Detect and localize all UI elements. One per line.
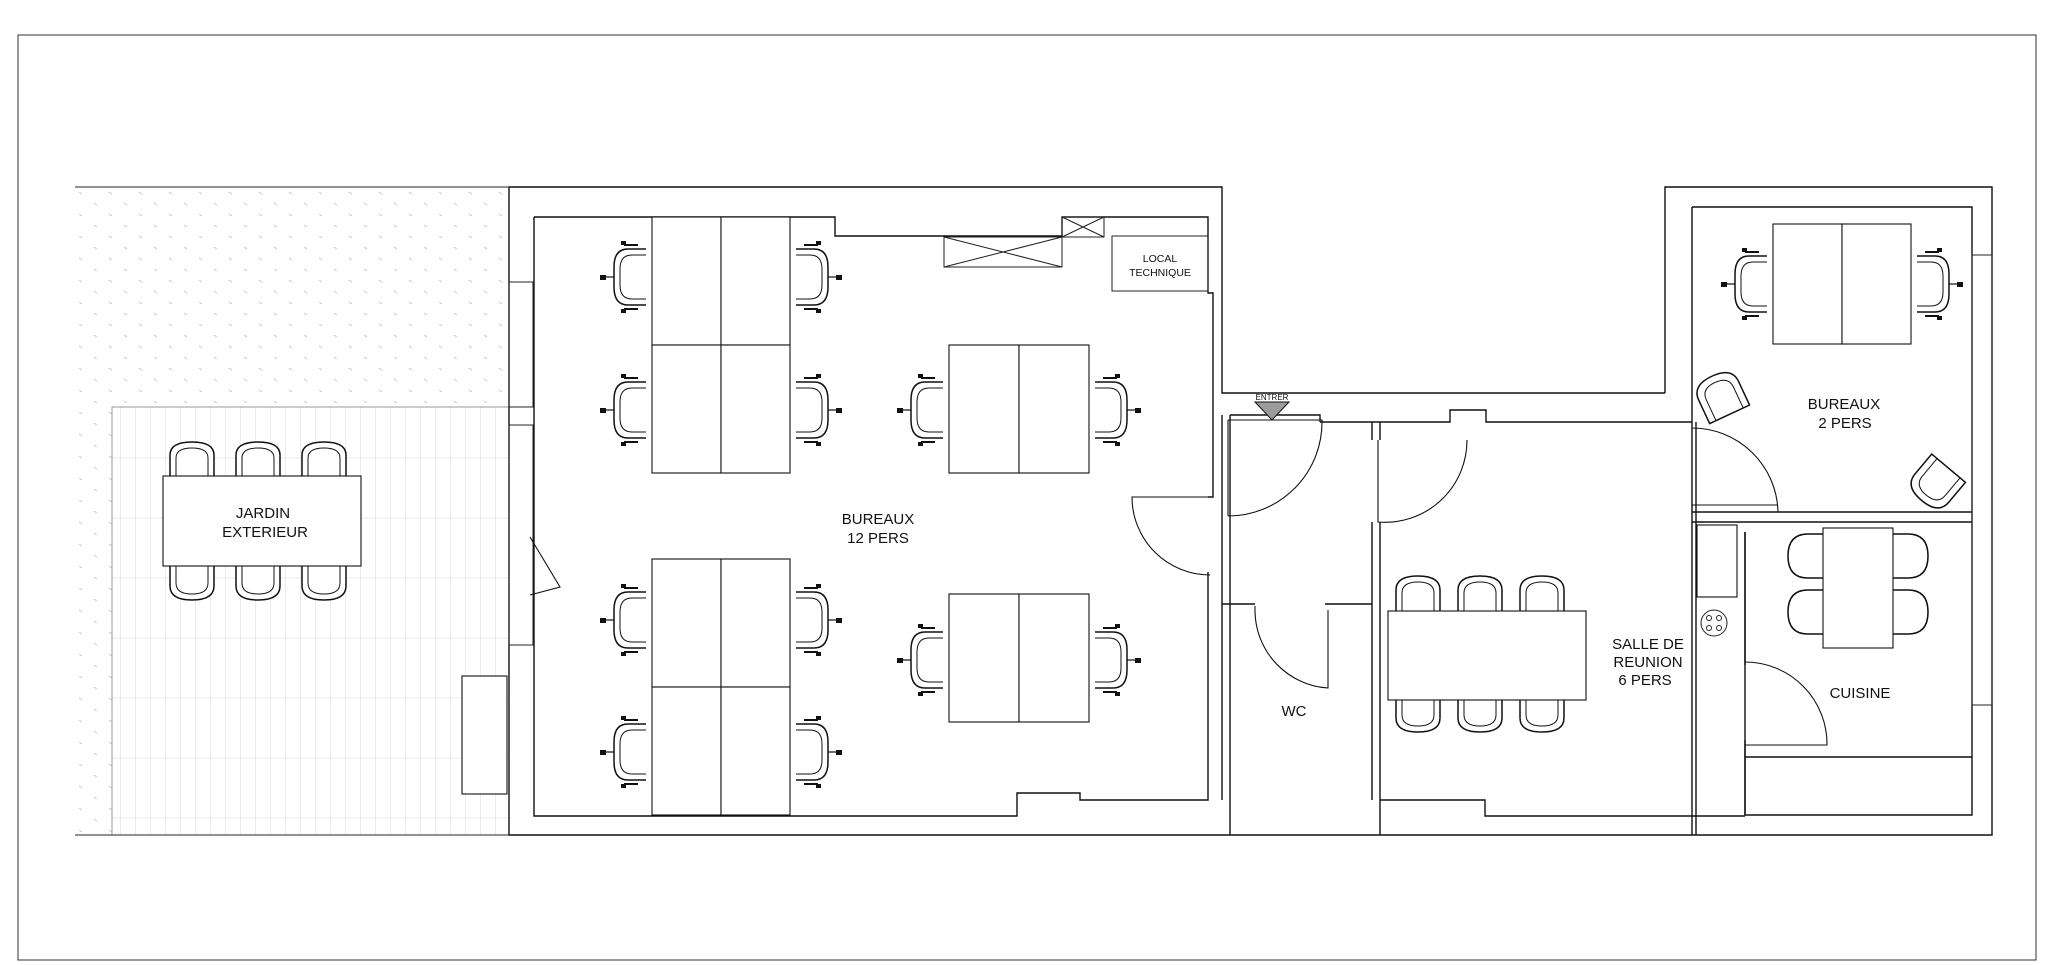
duct-2 — [1061, 216, 1105, 238]
desk — [1018, 344, 1090, 474]
bureaux2-furniture — [1721, 223, 1963, 345]
office-chair — [600, 241, 646, 313]
desk — [651, 686, 722, 816]
office-chair — [796, 374, 842, 446]
label-bureaux12-line2: 12 PERS — [847, 530, 909, 547]
label-cuisine: CUISINE — [1830, 685, 1891, 702]
label-bureaux2-line1: BUREAUX — [1808, 396, 1881, 413]
door-cuisine — [1744, 661, 1828, 746]
desk — [948, 593, 1020, 723]
door-bureaux2 — [1691, 427, 1779, 513]
label-local-line2: TECHNIQUE — [1129, 267, 1191, 279]
doors — [1131, 419, 1828, 746]
label-bureaux2-line2: 2 PERS — [1818, 415, 1871, 432]
drawing-frame — [17, 34, 2037, 961]
desk — [651, 344, 722, 474]
office-chair — [600, 716, 646, 788]
desk — [720, 344, 791, 474]
entrance-marker: ENTRER — [1253, 393, 1291, 421]
office-chair — [897, 374, 943, 446]
office-chair — [1721, 248, 1767, 320]
lounge-chairs — [1696, 371, 1967, 509]
office-chair — [600, 584, 646, 656]
building-walls — [508, 186, 1993, 836]
label-salle-line1: SALLE DE — [1612, 636, 1684, 653]
label-salle-line2: REUNION — [1613, 654, 1682, 671]
label-wc: WC — [1282, 703, 1307, 720]
desk — [1841, 223, 1912, 345]
desk — [720, 558, 791, 688]
garden-area: JARDIN EXTERIEUR — [75, 186, 510, 836]
label-bureaux12-line1: BUREAUX — [842, 511, 915, 528]
desk — [651, 558, 722, 688]
label-local-line1: LOCAL — [1143, 253, 1178, 265]
garden-table-set — [162, 441, 362, 601]
desk — [720, 686, 791, 816]
office-chair — [796, 584, 842, 656]
desk — [720, 216, 791, 346]
label-exterieur: EXTERIEUR — [222, 524, 308, 541]
duct-1 — [943, 236, 1063, 268]
label-jardin: JARDIN — [236, 505, 290, 522]
office-chair — [897, 624, 943, 696]
meeting-table-set — [1387, 575, 1587, 733]
desk — [1018, 593, 1090, 723]
local-technique-room — [1111, 235, 1209, 292]
cooktop — [1700, 609, 1728, 637]
office-chair — [1095, 374, 1141, 446]
desk — [948, 344, 1020, 474]
office-chair — [600, 374, 646, 446]
office-chair — [1095, 624, 1141, 696]
desk — [1772, 223, 1843, 345]
label-salle-line3: 6 PERS — [1618, 672, 1671, 689]
main-office-furniture — [600, 216, 1141, 816]
door-main-office — [1131, 496, 1211, 576]
office-chair — [796, 716, 842, 788]
office-chair — [1917, 248, 1963, 320]
door-entrance — [1227, 419, 1323, 517]
office-chair — [796, 241, 842, 313]
label-entrer: ENTRER — [1256, 393, 1289, 402]
kitchen-table-set — [1787, 527, 1929, 649]
garden-bench — [461, 675, 508, 795]
kitchen-counter — [1696, 524, 1738, 598]
door-wc — [1254, 606, 1329, 689]
desk — [651, 216, 722, 346]
door-meeting — [1377, 439, 1468, 523]
